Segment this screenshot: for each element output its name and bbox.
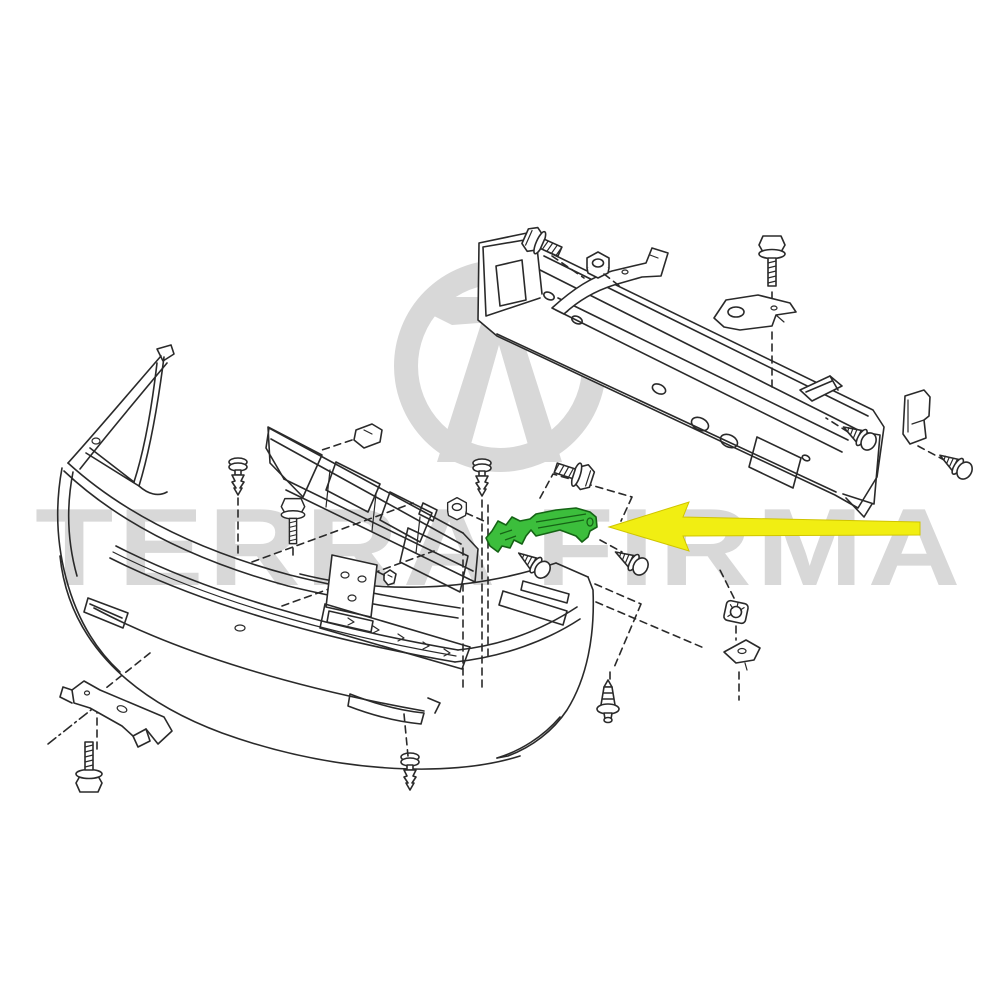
mesh-clip (353, 423, 383, 449)
yellow-arrow-icon (607, 501, 921, 552)
lower-fasteners (59, 569, 761, 793)
bumper-reinforcement-bar (477, 232, 885, 518)
highlighted-part-zone (485, 454, 652, 582)
hex-bolt (75, 741, 103, 793)
push-pin-clip (400, 752, 420, 791)
bumper-side-stay-highlighted (485, 507, 598, 553)
grommet-nut (722, 599, 750, 625)
flange-nut (446, 496, 468, 521)
side-mounting-plate (902, 389, 931, 445)
push-screw-clip (596, 679, 620, 724)
callout-arrow (607, 501, 921, 552)
lower-stay-bracket (59, 680, 173, 748)
flange-nut (586, 251, 610, 279)
hex-bolt (758, 235, 786, 287)
license-plate-bracket (325, 554, 378, 633)
tapping-screw (934, 446, 977, 483)
mounting-bracket-plate (713, 294, 797, 331)
grille-mesh-panel (265, 423, 479, 593)
front-bumper-fascia (47, 344, 595, 770)
clip-bracket (723, 639, 761, 671)
reinforcement-fasteners (519, 223, 977, 483)
clip (383, 569, 397, 586)
